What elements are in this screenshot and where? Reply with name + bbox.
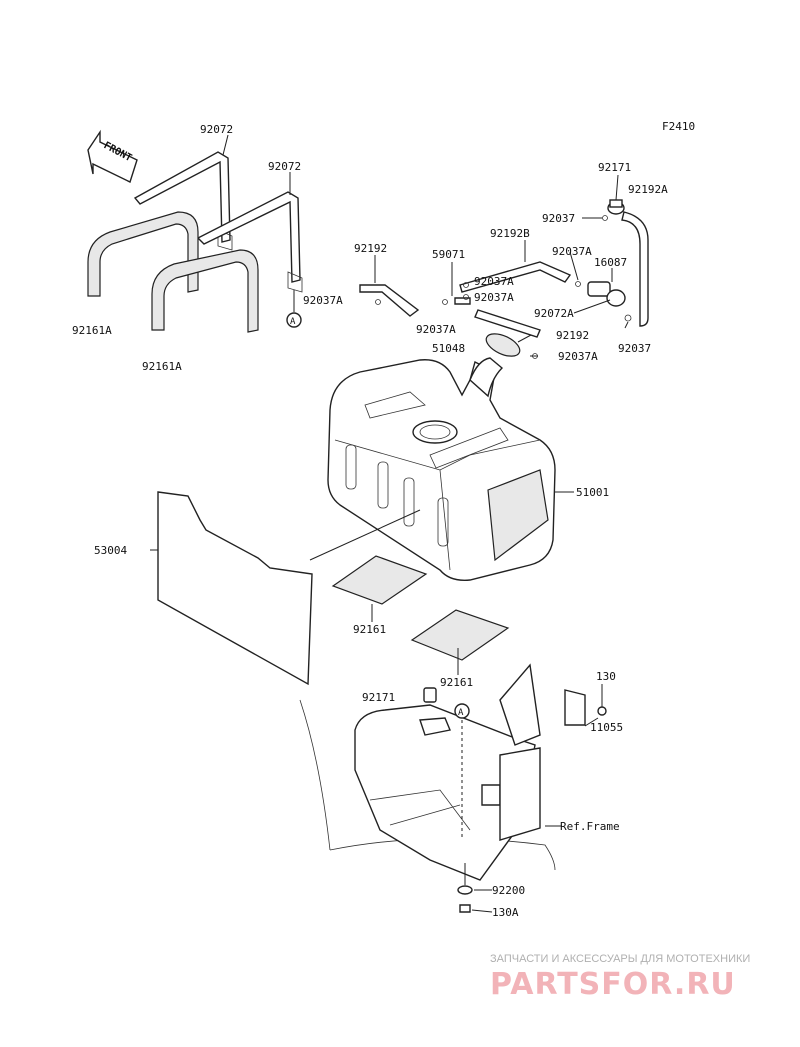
- label-92161A-a: 92161A: [72, 324, 112, 337]
- label-92192B: 92192B: [490, 227, 530, 240]
- label-130A: 130A: [492, 906, 519, 919]
- label-92072-b: 92072: [268, 160, 301, 173]
- label-92161A-b: 92161A: [142, 360, 182, 373]
- strap-92072-upper: [133, 151, 233, 251]
- label-53004: 53004: [94, 544, 127, 557]
- label-92037-b: 92037: [618, 342, 651, 355]
- label-92072A: 92072A: [534, 307, 574, 320]
- ref-circle-a-top: [286, 312, 302, 328]
- valve-92171: [607, 199, 625, 215]
- clamp-92037-b: [624, 314, 632, 322]
- ref-circle-a-top-label: A: [290, 317, 296, 327]
- valve-92171-frame: [423, 687, 437, 703]
- label-59071: 59071: [432, 248, 465, 261]
- sheet-53004: [157, 491, 313, 686]
- diagram-code: F2410: [662, 120, 695, 133]
- bolt-130A: [459, 904, 471, 913]
- clamp-92037-a: [602, 215, 608, 221]
- clamp-92037A-4: [463, 294, 469, 300]
- hose-92192: [359, 284, 420, 317]
- label-92192: 92192: [354, 242, 387, 255]
- label-16087: 16087: [594, 256, 627, 269]
- clamp-92037A-5: [575, 281, 581, 287]
- label-92072-a: 92072: [200, 123, 233, 136]
- bolt-130: [597, 706, 607, 716]
- label-92161-b: 92161: [440, 676, 473, 689]
- watermark-logo: PARTSFOR.RU: [490, 967, 736, 1002]
- hose-92192-lower: [474, 309, 541, 338]
- vehicle-frame: [299, 663, 586, 881]
- label-92192-c: 92192: [556, 329, 589, 342]
- label-92037A-4: 92037A: [416, 323, 456, 336]
- label-130: 130: [596, 670, 616, 683]
- label-51001: 51001: [576, 486, 609, 499]
- label-ref-frame: Ref.Frame: [560, 820, 620, 833]
- canister-16087: [587, 281, 626, 307]
- label-51048: 51048: [432, 342, 465, 355]
- label-92192A: 92192A: [628, 183, 668, 196]
- hose-92192A: [621, 211, 649, 327]
- label-11055: 11055: [590, 721, 623, 734]
- label-92171: 92171: [598, 161, 631, 174]
- clamp-92037A-2: [442, 299, 448, 305]
- label-92037A-5: 92037A: [552, 245, 592, 258]
- label-92037A-2: 92037A: [474, 275, 514, 288]
- pad-92161A-left: [87, 211, 199, 297]
- label-92200: 92200: [492, 884, 525, 897]
- clamp-92037A-3: [463, 282, 469, 288]
- pad-92161A-right: [151, 249, 259, 333]
- washer-92200: [457, 885, 473, 895]
- label-92171-b: 92171: [362, 691, 395, 704]
- ref-circle-a-frame: [454, 703, 470, 719]
- label-92037A-1: 92037A: [303, 294, 343, 307]
- label-92037A-3: 92037A: [474, 291, 514, 304]
- pad-92161-upper: [331, 555, 428, 605]
- label-92037A-6: 92037A: [558, 350, 598, 363]
- fuel-cap-51048: [485, 333, 521, 357]
- label-92037-a: 92037: [542, 212, 575, 225]
- watermark-tagline: ЗАПЧАСТИ И АКСЕССУАРЫ ДЛЯ МОТОТЕХНИКИ: [490, 953, 750, 965]
- hose-92192B: [459, 261, 572, 293]
- clamp-92037A-1: [375, 299, 381, 305]
- pad-92161-lower: [410, 609, 510, 661]
- fuel-tank-51001: [327, 357, 556, 581]
- label-92161-a: 92161: [353, 623, 386, 636]
- ref-circle-a-frame-label: A: [458, 708, 464, 718]
- front-arrow-icon: FRONT: [87, 129, 138, 183]
